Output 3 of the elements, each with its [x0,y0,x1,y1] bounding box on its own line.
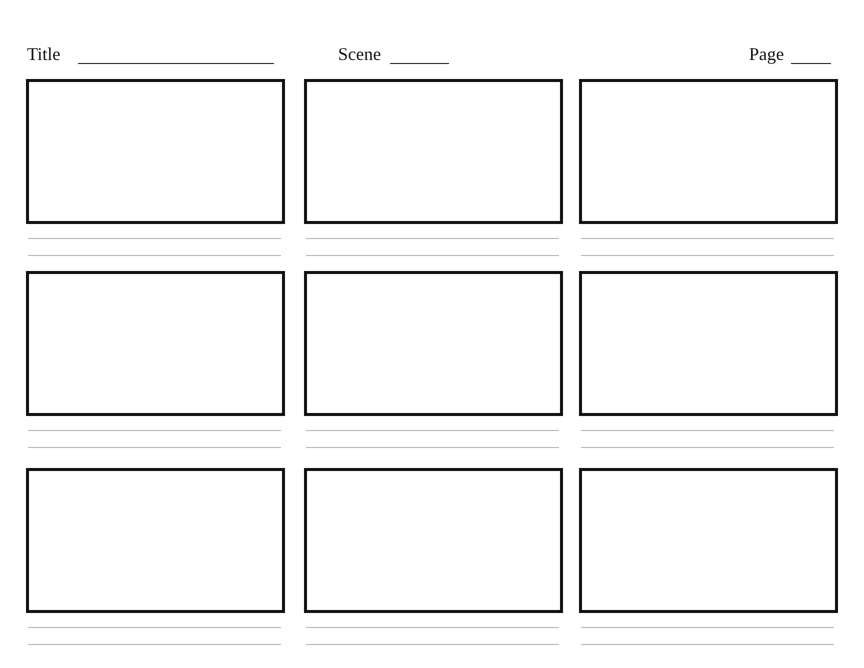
field-label: Title [27,44,60,64]
field-label: Page [749,44,784,64]
field-label: Scene [338,44,381,64]
